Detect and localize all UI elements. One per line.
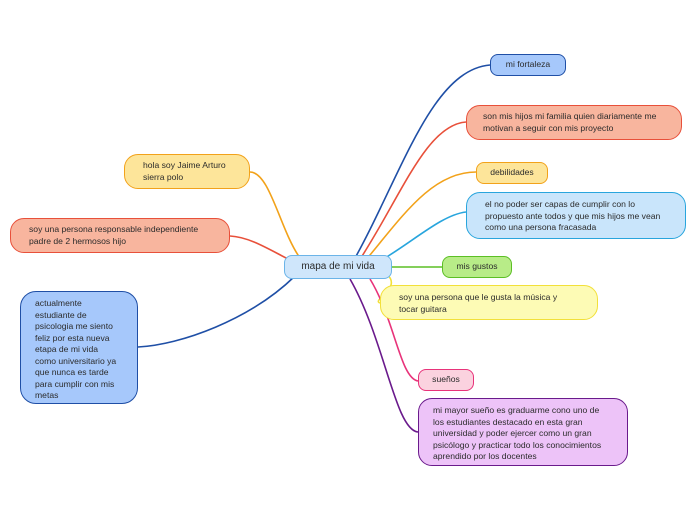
node-mis-gustos-label: mis gustos: [456, 261, 498, 272]
node-suenos-detail[interactable]: mi mayor sueño es graduarme cono uno de …: [418, 398, 628, 466]
node-responsable-label: soy una persona responsable independient…: [29, 224, 199, 246]
node-debilidades[interactable]: debilidades: [476, 162, 548, 184]
node-mi-fortaleza-label: mi fortaleza: [505, 59, 551, 70]
node-estudiante-label: actualmente estudiante de psicologia me …: [35, 298, 117, 400]
link-suenos-text: [349, 278, 419, 433]
node-debilidades-detail-label: el no poder ser capas de cumplir con lo …: [485, 199, 661, 232]
central-topic[interactable]: mapa de mi vida: [284, 255, 392, 279]
node-suenos-label: sueños: [432, 374, 460, 385]
node-mis-gustos[interactable]: mis gustos: [442, 256, 512, 278]
node-debilidades-detail[interactable]: el no poder ser capas de cumplir con lo …: [466, 192, 686, 239]
node-mi-fortaleza[interactable]: mi fortaleza: [490, 54, 566, 76]
node-fortaleza-detail-label: son mis hijos mi familia quien diariamen…: [483, 111, 657, 133]
link-responsable: [229, 235, 291, 261]
link-fortaleza-text: [354, 121, 467, 268]
link-fortaleza: [349, 64, 491, 268]
link-suenos: [369, 278, 419, 382]
node-hola[interactable]: hola soy Jaime Arturo sierra polo: [124, 154, 250, 189]
node-debilidades-label: debilidades: [490, 167, 534, 178]
node-estudiante[interactable]: actualmente estudiante de psicologia me …: [20, 291, 138, 404]
node-suenos[interactable]: sueños: [418, 369, 474, 391]
node-gustos-detail[interactable]: soy una persona que le gusta la música y…: [380, 285, 598, 320]
node-gustos-detail-label: soy una persona que le gusta la música y…: [399, 292, 558, 314]
link-hola: [249, 171, 301, 259]
node-responsable[interactable]: soy una persona responsable independient…: [10, 218, 230, 253]
link-debilidades: [359, 171, 477, 268]
node-fortaleza-detail[interactable]: son mis hijos mi familia quien diariamen…: [466, 105, 682, 140]
node-hola-label: hola soy Jaime Arturo sierra polo: [143, 160, 226, 182]
link-estudiante: [137, 275, 296, 348]
node-suenos-detail-label: mi mayor sueño es graduarme cono uno de …: [433, 405, 602, 461]
central-topic-label: mapa de mi vida: [301, 261, 375, 273]
